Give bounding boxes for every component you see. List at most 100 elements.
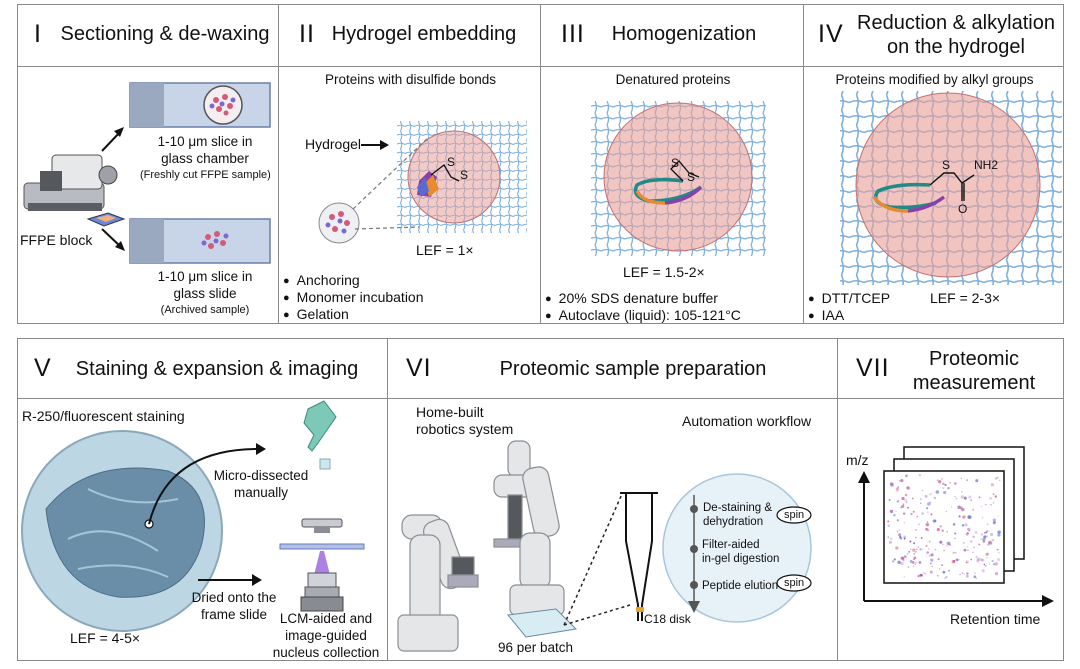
ms-signal-dot <box>948 569 950 572</box>
slide-label-line: 1-10 μm slice in <box>157 269 253 284</box>
ms-signal-dot <box>899 536 903 540</box>
ms-signal-dot <box>961 491 963 493</box>
alkylation-illustration <box>840 91 1062 285</box>
ms-signal-dot <box>992 521 996 525</box>
panel-numeral: I <box>34 20 42 48</box>
arrow-icon <box>380 140 389 150</box>
panel-header: III Homogenization <box>541 5 803 67</box>
ms-signal-dot <box>951 506 953 508</box>
panel-title-line: Reduction & alkylation <box>857 12 1055 34</box>
panel-subtitle: Proteins modified by alkyl groups <box>835 72 1034 87</box>
ms-signal-dot <box>976 559 980 563</box>
ms-signal-dot <box>915 548 918 551</box>
automation-label: Automation workflow <box>682 413 812 429</box>
tissue-disc <box>318 202 360 244</box>
ms-signal-dot <box>933 519 937 523</box>
sulfur-label: S <box>687 170 696 184</box>
ms-signal-dot <box>992 518 996 522</box>
ms-signal-dot <box>962 572 965 575</box>
ms-signal-dot <box>903 555 907 559</box>
panel-numeral: V <box>34 354 52 382</box>
ms-signal-dot <box>949 481 952 484</box>
spin-label: spin <box>784 509 805 521</box>
ms-signal-dot <box>976 558 978 560</box>
ms-signal-dot <box>941 478 943 480</box>
panel-header: VI Proteomic sample preparation <box>388 339 837 399</box>
panel-title: Reduction & alkylation on the hydrogel <box>850 11 1062 59</box>
ms-signal-dot <box>898 529 901 532</box>
ms-signal-dot <box>911 497 914 500</box>
ms-signal-dot <box>926 521 929 523</box>
panel-title-line: on the hydrogel <box>887 36 1025 58</box>
ms-signal-dot <box>921 512 924 515</box>
ms-signal-dot <box>925 555 927 557</box>
ms-signal-dot <box>915 536 917 539</box>
pick-arrow <box>148 448 259 525</box>
ms-signal-dot <box>927 502 931 506</box>
ms-signal-dot <box>936 574 939 577</box>
dried-label: Dried onto the frame slide <box>186 589 282 623</box>
ms-signal-dot <box>913 552 916 555</box>
ms-signal-dot <box>952 551 955 554</box>
ms-signal-dot <box>970 558 973 561</box>
ms-signal-dot <box>986 523 989 526</box>
ms-signal-dot <box>908 550 911 553</box>
ms-signal-dot <box>905 486 910 490</box>
ms-signal-dot <box>945 576 948 578</box>
ms-signal-dot <box>912 510 915 513</box>
micro-dissected-line: manually <box>233 485 289 500</box>
homogenization-illustration <box>591 101 766 256</box>
ms-signal-dot <box>959 573 961 576</box>
panel-numeral: II <box>299 20 315 48</box>
ms-signal-dot <box>944 483 947 487</box>
ms-signal-dot <box>941 529 944 532</box>
ms-signal-dot <box>930 513 933 516</box>
ms-signal-dot <box>893 558 896 561</box>
lef-label: LEF = 1× <box>416 242 474 258</box>
spin-label: spin <box>784 577 805 589</box>
ms-signal-dot <box>986 530 989 533</box>
ms-signal-dot <box>967 515 971 519</box>
ms-signal-dot <box>967 549 969 552</box>
ms-signal-dot <box>942 487 945 490</box>
ms-signal-dot <box>909 540 912 543</box>
ms-signal-dot <box>913 556 917 560</box>
lcm-label: LCM-aided and image-guided nucleus colle… <box>270 610 382 660</box>
ms-signal-dot <box>897 560 901 565</box>
ms-signal-dot <box>893 514 896 517</box>
ms-signal-dot <box>906 486 911 490</box>
ms-signal-dot <box>995 477 998 480</box>
arrow-icon <box>252 574 262 586</box>
robot-label-line: robotics system <box>416 421 514 437</box>
ms-signal-dot <box>926 551 929 554</box>
panel-header: V Staining & expansion & imaging <box>18 339 387 399</box>
micro-dissected-line: Micro-dissected <box>213 468 309 483</box>
panel-sectioning: I Sectioning & de-waxing <box>17 4 279 324</box>
ms-signal-dot <box>892 560 895 563</box>
panel-reduction-alkylation: IV Reduction & alkylation on the hydroge… <box>803 4 1064 324</box>
ms-signal-dot <box>913 542 916 545</box>
ms-signal-dot <box>897 499 900 502</box>
step-digestion: Filter-aided in-gel digestion <box>702 538 779 566</box>
bullet-item: DTT/TCEP <box>808 290 890 309</box>
ms-signal-dot <box>997 530 1001 535</box>
ms-signal-dot <box>957 505 961 510</box>
ms-signal-dot <box>897 486 900 489</box>
ms-signal-dot <box>910 548 912 551</box>
ms-signal-dot <box>981 516 984 519</box>
ms-signal-dot <box>973 546 975 548</box>
ms-signal-dot <box>945 545 948 547</box>
slide-label-note: (Archived sample) <box>160 304 250 316</box>
ms-signal-dot <box>926 511 929 514</box>
ms-signal-dot <box>985 504 987 506</box>
ms-signal-dot <box>989 532 994 537</box>
hydrogel-label: Hydrogel <box>305 136 362 152</box>
sulfur-label: S <box>671 156 680 170</box>
dried-line: Dried onto the <box>191 590 277 605</box>
ms-signal-dot <box>964 523 968 527</box>
ms-signal-dot <box>974 572 976 574</box>
ms-signal-dot <box>938 480 942 484</box>
robotics-illustration <box>397 440 812 652</box>
ms-signal-dot <box>966 532 969 535</box>
ms-signal-dot <box>888 498 891 501</box>
